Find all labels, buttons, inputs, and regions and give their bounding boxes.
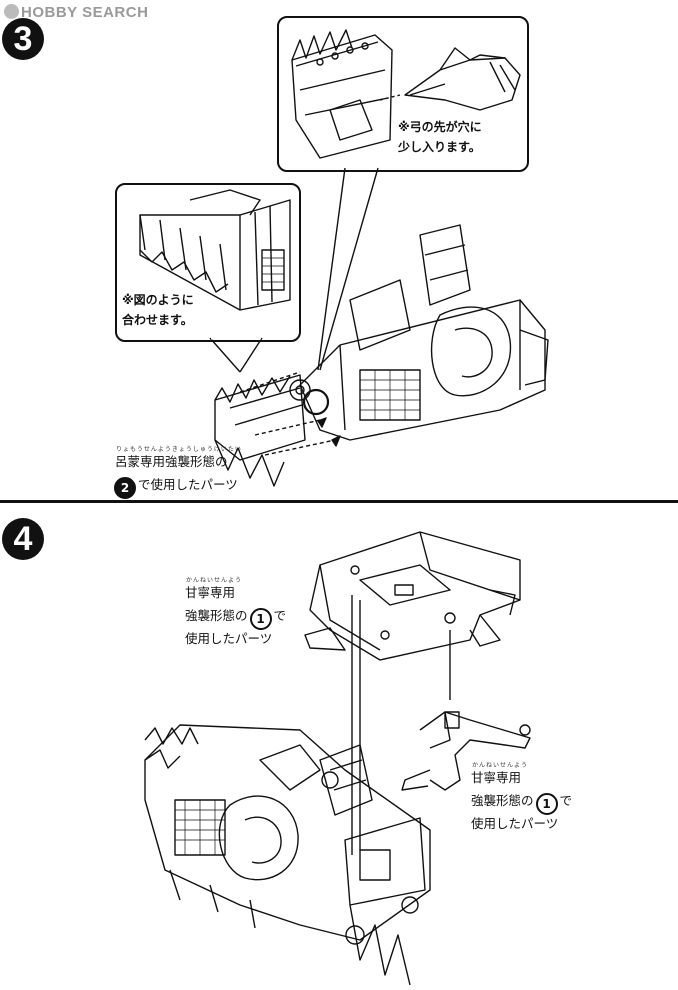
step3-vehicle	[289, 224, 549, 441]
section-divider	[0, 500, 678, 503]
callout-bow-tip	[277, 16, 529, 172]
note-bow-tip-line2: 少し入ります。	[398, 140, 481, 154]
step4-right-line3: 使用したパーツ	[471, 816, 559, 831]
note-bow-tip-line1: ※弓の先が穴に	[398, 120, 482, 134]
note-alignment-line1: ※図のように	[122, 293, 194, 307]
step4-top-furigana: かんねいせんよう	[186, 577, 243, 584]
step-ref-2-badge: 2	[114, 477, 136, 499]
step4-vehicle	[144, 724, 431, 986]
step-3-badge: 3	[2, 18, 44, 60]
step4-top-line1: 甘寧専用	[185, 585, 236, 600]
watermark: HOBBY SEARCH	[4, 4, 148, 21]
plow-alignment-detail	[139, 189, 291, 311]
bow-piece-detail	[404, 47, 521, 111]
hobby-search-logo-icon	[4, 4, 19, 19]
step-ref-1-badge: 1	[535, 793, 558, 815]
step3-parts-furigana: りょもうせんようきょうしゅうけいたい	[116, 446, 242, 453]
step3-plow-attachment	[214, 374, 306, 487]
step-ref-1-badge: 1	[249, 608, 272, 630]
plow-piece-detail	[291, 29, 393, 159]
step4-side-bracket	[401, 711, 531, 791]
step-4-badge: 4	[2, 518, 44, 560]
note-alignment-line2: 合わせます。	[122, 313, 193, 327]
step4-right-line1: 甘寧専用	[471, 770, 522, 785]
step4-top-plate	[304, 531, 521, 661]
step3-parts-line1: 呂蒙専用強襲形態の	[115, 454, 228, 469]
step4-top-line3: 使用したパーツ	[185, 631, 273, 646]
step4-right-furigana: かんねいせんよう	[472, 762, 529, 769]
